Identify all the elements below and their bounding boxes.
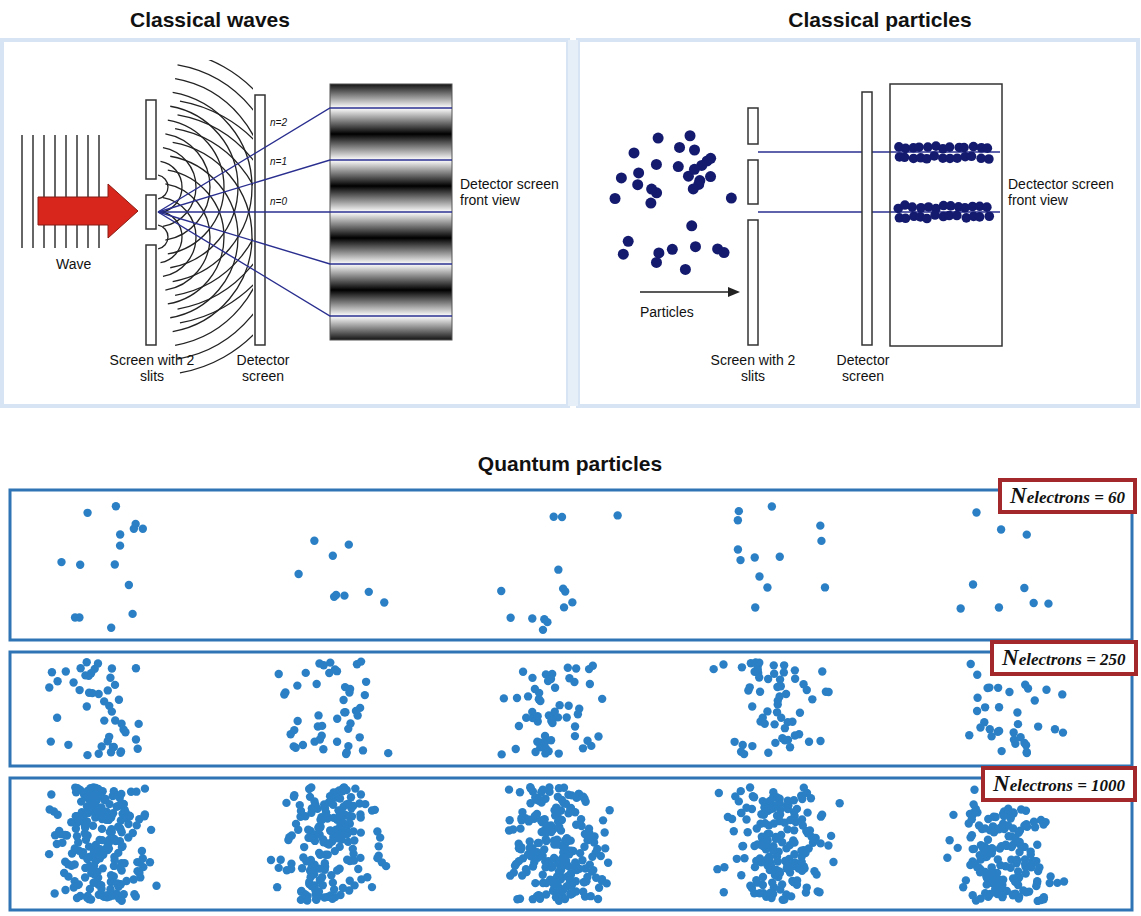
wavefronts [22,135,99,248]
count-box: Nelectrons = 60 [998,478,1137,514]
order-label: n=2 [269,117,288,129]
hit-clusters [893,141,994,223]
part-label: Detector screen [826,352,900,384]
arrowhead [728,287,740,297]
detector-screen [862,92,872,345]
particle-cloud [610,130,737,275]
order-lines [158,108,452,316]
front-view-frame [890,84,1002,346]
part-label: Dectector screen front view [1008,176,1136,208]
count-label: Nelectrons = 1000 [993,771,1125,797]
order-label: n=1 [269,156,288,168]
detector-frame [10,490,1132,640]
count-label: Nelectrons = 250 [1002,645,1126,671]
panel [578,40,1138,406]
part-label: Screen with 2 slits [705,352,801,384]
count-box: Nelectrons = 250 [990,640,1138,676]
electron-hits [45,502,1068,905]
panel-gap [568,40,578,406]
particle-arrow [640,291,730,293]
slit-screen [748,108,758,345]
count-label: Nelectrons = 60 [1010,483,1125,509]
panel-title: Classical particles [730,8,1030,32]
detector-frame [10,778,1132,910]
slit-screen [146,100,156,345]
part-label: Screen with 2 slits [104,352,200,384]
panel-title: Quantum particles [370,452,770,476]
panel-title: Classical waves [60,8,360,32]
panel [2,40,568,406]
part-label: Wave [56,256,116,272]
detector-frame [10,652,1132,766]
part-label: Particles [640,304,730,320]
order-label: n=0 [269,196,288,208]
wave-arrow [38,184,138,238]
part-label: Detector screen [226,352,300,384]
detector-screen [255,95,265,345]
count-box: Nelectrons = 1000 [981,766,1137,802]
part-label: Detector screen front view [460,176,565,208]
